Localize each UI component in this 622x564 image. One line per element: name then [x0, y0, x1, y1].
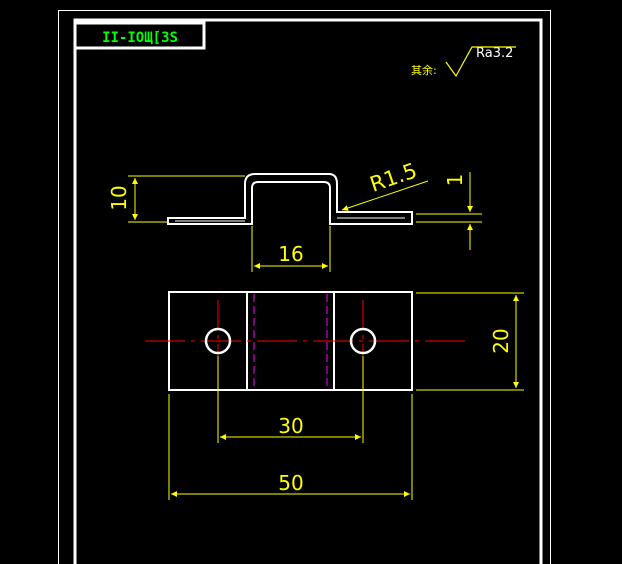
- title-block-text: II-IOЩ[ЗS: [102, 30, 178, 46]
- surface-finish-value: Ra3.2: [476, 46, 513, 61]
- dim-label-height-10: 10: [107, 185, 131, 210]
- dim-label-hole-spacing-30: 30: [278, 414, 303, 438]
- side-view-profile: [167, 173, 413, 225]
- inner-frame: [73, 18, 543, 564]
- hole-right: [349, 327, 377, 355]
- hole-left: [204, 327, 232, 355]
- surface-finish-prefix: 其余:: [411, 63, 437, 77]
- title-block: [73, 21, 206, 50]
- dim-label-width-16: 16: [278, 242, 303, 266]
- dim-label-height-20: 20: [489, 328, 513, 353]
- surface-finish-symbol: [445, 46, 516, 78]
- dim-label-thickness: 1: [443, 174, 467, 187]
- dim-leader-radius: [341, 180, 429, 211]
- outer-frame: [58, 10, 551, 564]
- dim-label-total-length-50: 50: [278, 471, 303, 495]
- dim-label-radius: R1.5: [367, 158, 420, 196]
